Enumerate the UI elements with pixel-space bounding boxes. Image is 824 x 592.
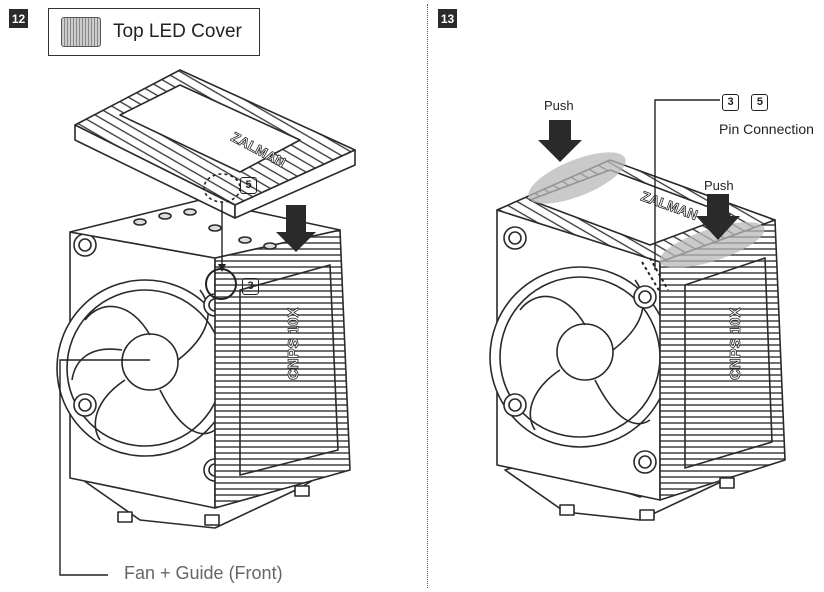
part-title: Top LED Cover (113, 21, 242, 42)
push-arrow-left (538, 120, 582, 162)
step12-cooler-assembly: CNPS 10X ZALMAN (56, 69, 356, 529)
push-arrow-right (696, 194, 740, 240)
push-highlight-right (659, 222, 765, 268)
step13-cooler-assembly: CNPS 10X ZALMAN (489, 159, 786, 521)
step-divider (427, 4, 428, 588)
pin-3-label: 3 (242, 276, 259, 295)
push-highlight-left (528, 152, 626, 204)
pin-connection-label: Pin Connection (719, 121, 814, 137)
led-cover-thumbnail-icon (61, 17, 101, 47)
model-label-13: CNPS 10X (727, 307, 744, 380)
pin-5-label: 5 (240, 175, 257, 194)
pin-b-number: 5 (751, 94, 769, 111)
pin-5-number: 5 (240, 177, 257, 194)
pin-connection-numbers: 3 5 (722, 92, 769, 111)
fan-hub (121, 333, 179, 391)
model-label-12: CNPS 10X (285, 307, 302, 380)
part-title-box: Top LED Cover (48, 8, 260, 56)
fan-guide-callout: Fan + Guide (Front) (124, 563, 283, 583)
fan-callout-line (59, 359, 150, 576)
push-label-left: Push (544, 98, 574, 113)
pin-3-circle (205, 268, 237, 300)
pin-a-number: 3 (722, 94, 739, 111)
pin-3-number: 3 (242, 278, 259, 295)
pin-connection-callout-line (654, 99, 720, 270)
push-label-right: Push (704, 178, 734, 193)
step-13-badge: 13 (438, 9, 457, 28)
step-12-badge: 12 (9, 9, 28, 28)
down-arrow-12 (276, 205, 316, 252)
